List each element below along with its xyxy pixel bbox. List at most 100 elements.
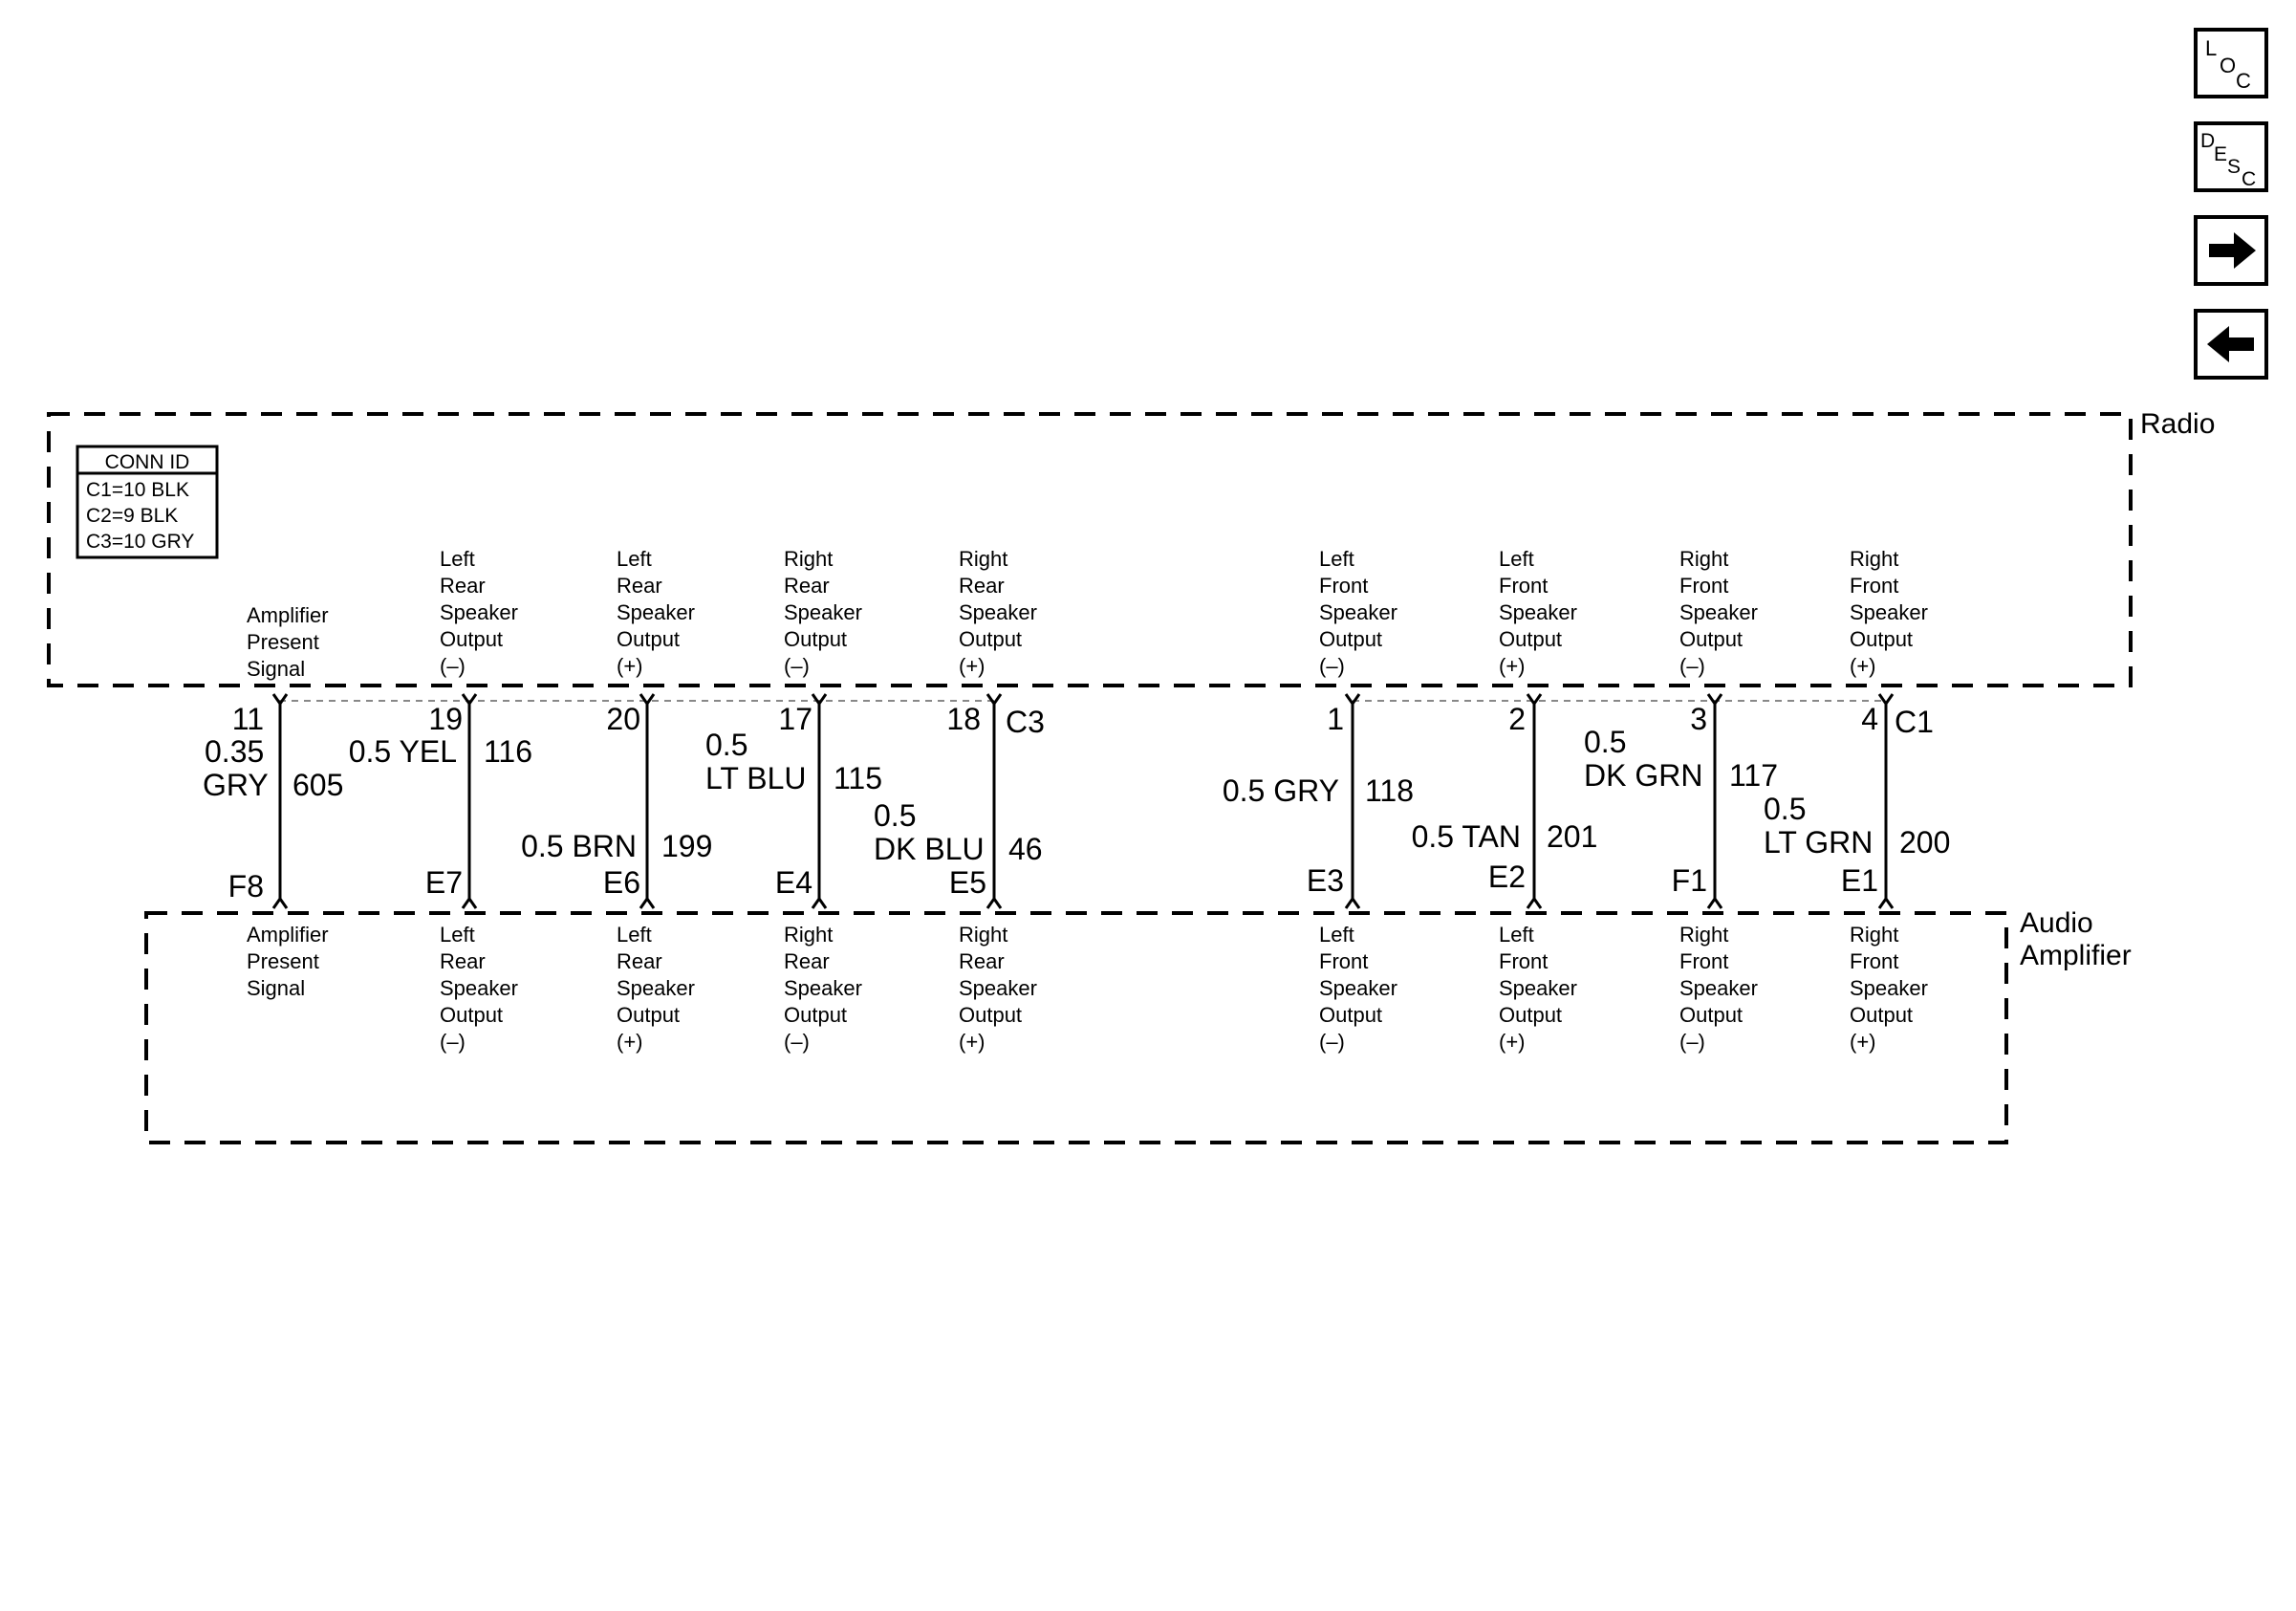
amplifier-terminal: [1877, 896, 1895, 909]
amplifier-pin-function: Output: [1319, 1003, 1382, 1027]
connector-c3-label: C3: [1006, 705, 1045, 739]
amplifier-pin-function: Front: [1679, 949, 1728, 973]
radio-pin-function: Amplifier: [247, 603, 329, 627]
amplifier-pin-function: (–): [1319, 1030, 1345, 1054]
amplifier-pin-function: Front: [1499, 949, 1548, 973]
amplifier-pin-function: Output: [1679, 1003, 1743, 1027]
circuit-number: 605: [292, 768, 343, 802]
arrow-right-icon: [2209, 232, 2256, 269]
radio-terminal: [1877, 693, 1895, 707]
conn-id-row: C1=10 BLK: [86, 479, 189, 501]
radio-pin-function: Rear: [440, 574, 486, 598]
radio-pin-function: Rear: [784, 574, 830, 598]
amplifier-pin-number: E6: [603, 865, 640, 900]
amplifier-pin-function: (–): [1679, 1030, 1705, 1054]
radio-pin-function: Speaker: [440, 600, 518, 624]
amplifier-pin-function: Output: [440, 1003, 503, 1027]
amplifier-terminal: [461, 896, 478, 909]
radio-pin-function: Speaker: [1319, 600, 1397, 624]
radio-pin-function: Front: [1679, 574, 1728, 598]
back-button[interactable]: [2194, 309, 2268, 380]
amplifier-pin-function: Output: [1850, 1003, 1913, 1027]
radio-pin-function: Output: [1319, 627, 1382, 651]
radio-pin-function: Left: [1319, 547, 1354, 571]
amplifier-pin-number: F8: [228, 869, 264, 903]
radio-terminal: [811, 693, 828, 707]
radio-pin-function: Speaker: [959, 600, 1037, 624]
wire-gauge-color: 0.5: [1584, 725, 1626, 759]
circuit-number: 201: [1547, 819, 1597, 854]
radio-pin-function: Right: [1850, 547, 1898, 571]
amplifier-component-outline: [144, 911, 2008, 1144]
radio-terminal: [1344, 693, 1361, 707]
radio-terminal: [986, 693, 1003, 707]
radio-terminal: [461, 693, 478, 707]
radio-pin-function: Speaker: [1850, 600, 1928, 624]
circuit-number: 118: [1365, 773, 1414, 808]
radio-pin-function: Front: [1319, 574, 1368, 598]
amplifier-pin-function: Left: [617, 923, 652, 947]
amplifier-pin-function: Speaker: [1499, 976, 1577, 1000]
radio-pin-function: (–): [784, 654, 810, 678]
amplifier-pin-function: (+): [617, 1030, 643, 1054]
amplifier-pin-function: Right: [784, 923, 833, 947]
circuit-number: 46: [1008, 832, 1043, 866]
amplifier-pin-number: E5: [949, 865, 986, 900]
radio-pin-function: Speaker: [784, 600, 862, 624]
radio-component-outline: [47, 412, 2133, 687]
radio-pin-function: Left: [440, 547, 475, 571]
wire-gauge-color: 0.5: [705, 728, 747, 762]
amplifier-pin-number: E7: [425, 865, 463, 900]
wire-gauge-color: 0.5 BRN: [521, 829, 637, 863]
amplifier-pin-function: (–): [784, 1030, 810, 1054]
amplifier-pin-function: Output: [1499, 1003, 1562, 1027]
amplifier-pin-function: Left: [440, 923, 475, 947]
radio-label: Radio: [2140, 408, 2215, 440]
radio-pin-function: Rear: [617, 574, 662, 598]
amplifier-pin-function: Speaker: [1679, 976, 1758, 1000]
radio-pin-function: Speaker: [1679, 600, 1758, 624]
amplifier-label-line1: Audio: [2020, 907, 2093, 939]
amplifier-pin-function: Speaker: [440, 976, 518, 1000]
radio-pin-number: 3: [1690, 702, 1707, 736]
radio-pin-function: Output: [440, 627, 503, 651]
amplifier-terminal: [811, 896, 828, 909]
amplifier-pin-number: F1: [1672, 863, 1707, 898]
radio-pin-function: Right: [784, 547, 833, 571]
radio-pin-number: 4: [1861, 702, 1878, 736]
amplifier-pin-function: (–): [440, 1030, 466, 1054]
radio-pin-function: Output: [1679, 627, 1743, 651]
wire-gauge-color: 0.35: [205, 734, 264, 769]
loc-button[interactable]: L O C: [2194, 28, 2268, 98]
amplifier-pin-function: Rear: [617, 949, 662, 973]
desc-letter-d: D: [2200, 130, 2215, 152]
amplifier-pin-function: (+): [1850, 1030, 1876, 1054]
forward-button[interactable]: [2194, 215, 2268, 286]
radio-pin-function: Left: [617, 547, 652, 571]
wire-gauge-color: DK BLU: [874, 832, 985, 866]
radio-pin-function: Output: [1850, 627, 1913, 651]
radio-pin-number: 17: [778, 702, 812, 736]
amplifier-terminal: [1706, 896, 1723, 909]
desc-button[interactable]: D E S C: [2194, 121, 2268, 192]
amplifier-pin-function: Signal: [247, 976, 305, 1000]
amplifier-pin-function: Rear: [440, 949, 486, 973]
radio-pin-function: Output: [784, 627, 847, 651]
conn-id-table: CONN ID C1=10 BLK C2=9 BLK C3=10 GRY: [76, 445, 219, 559]
circuit-number: 116: [484, 734, 532, 769]
radio-pin-number: 18: [946, 702, 981, 736]
amplifier-pin-function: Front: [1319, 949, 1368, 973]
desc-letter-e: E: [2214, 143, 2227, 165]
amplifier-pin-number: E3: [1307, 863, 1344, 898]
circuit-number: 199: [661, 829, 712, 863]
amplifier-pin-function: Right: [959, 923, 1007, 947]
loc-letter-o: O: [2220, 54, 2236, 77]
radio-pin-function: Rear: [959, 574, 1005, 598]
amplifier-terminal: [986, 896, 1003, 909]
